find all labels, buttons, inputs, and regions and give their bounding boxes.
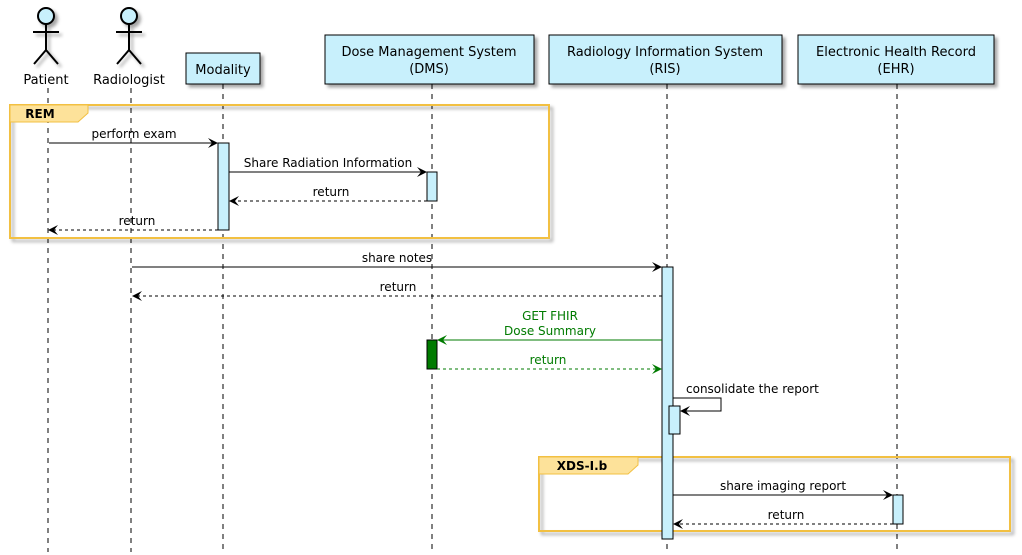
participant-label-ris-line1: Radiology Information System xyxy=(567,45,763,60)
message-get-fhir: GET FHIR Dose Summary xyxy=(437,309,662,345)
participant-dms: Dose Management System (DMS) xyxy=(324,34,535,85)
participant-ris: Radiology Information System (RIS) xyxy=(548,34,783,85)
message-label: share imaging report xyxy=(720,479,846,493)
participant-label-ehr-line2: (EHR) xyxy=(877,62,914,77)
message-label: return xyxy=(313,185,350,199)
message-label: return xyxy=(119,214,156,228)
message-label: return xyxy=(530,353,567,367)
participant-label-ehr-line1: Electronic Health Record xyxy=(816,45,976,60)
message-return-fhir: return xyxy=(437,353,662,374)
actor-label-patient: Patient xyxy=(23,73,68,88)
message-label: return xyxy=(380,280,417,294)
person-icon xyxy=(116,7,142,65)
group-xds: XDS-I.b xyxy=(538,456,1011,532)
actor-label-radiologist: Radiologist xyxy=(93,73,165,88)
participant-label-ris-line2: (RIS) xyxy=(649,62,680,77)
activation-modality xyxy=(217,142,230,231)
message-label-line1: GET FHIR xyxy=(522,309,578,323)
group-label-rem: REM xyxy=(25,107,54,121)
activation-ehr xyxy=(892,494,904,525)
participant-label-dms-line2: (DMS) xyxy=(409,62,449,77)
participant-label-dms-line1: Dose Management System xyxy=(341,45,516,60)
message-perform-exam: perform exam xyxy=(49,127,218,148)
participant-ehr: Electronic Health Record (EHR) xyxy=(797,34,995,85)
participant-box xyxy=(185,52,261,85)
message-share-radiation: Share Radiation Information xyxy=(229,156,427,177)
message-share-notes: share notes xyxy=(132,251,662,272)
participant-label-modality: Modality xyxy=(195,63,251,78)
activation-dms-fhir xyxy=(426,339,438,370)
activation-ris-self xyxy=(668,405,681,435)
actor-patient: Patient xyxy=(23,7,69,88)
message-label: consolidate the report xyxy=(686,382,819,396)
participant-box xyxy=(324,34,535,85)
message-label: share notes xyxy=(362,251,432,265)
participant-modality: Modality xyxy=(185,52,261,85)
message-label: return xyxy=(768,508,805,522)
activations xyxy=(217,142,904,540)
message-return-ehr: return xyxy=(673,508,893,529)
message-share-imaging: share imaging report xyxy=(673,479,893,500)
participant-box xyxy=(548,34,783,85)
message-consolidate: consolidate the report xyxy=(673,382,819,416)
group-tab xyxy=(538,456,639,475)
group-frame xyxy=(538,456,1011,532)
message-return-dms: return xyxy=(229,185,427,206)
message-return-modality: return xyxy=(48,214,218,235)
person-icon xyxy=(33,7,59,65)
group-tab xyxy=(9,104,89,123)
participant-box xyxy=(797,34,995,85)
message-return-ris: return xyxy=(132,280,662,301)
group-frame xyxy=(9,104,550,239)
actor-radiologist: Radiologist xyxy=(93,7,165,88)
group-rem: REM xyxy=(9,104,550,239)
message-label: perform exam xyxy=(91,127,176,141)
message-label: Share Radiation Information xyxy=(244,156,412,170)
group-label-xds: XDS-I.b xyxy=(557,459,608,473)
message-label-line2: Dose Summary xyxy=(504,324,596,338)
activation-dms xyxy=(426,171,438,202)
activation-ris xyxy=(661,266,674,540)
